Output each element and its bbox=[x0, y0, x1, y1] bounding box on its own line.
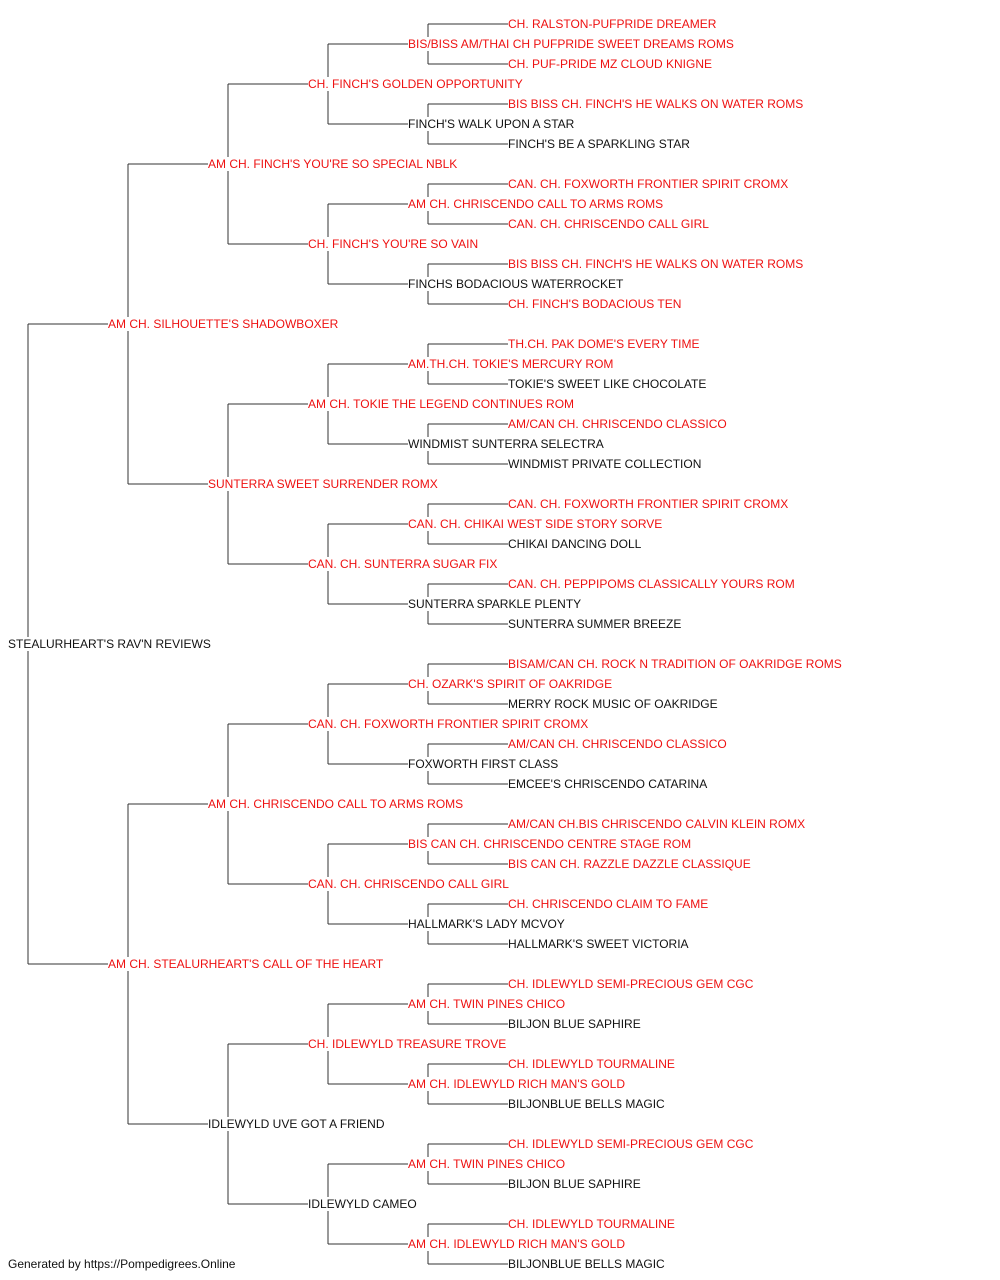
ancestor-name: BIS CAN CH. RAZZLE DAZZLE CLASSIQUE bbox=[508, 857, 753, 871]
ancestor-name: BILJON BLUE SAPHIRE bbox=[508, 1017, 643, 1031]
ancestor-name: AM CH. FINCH'S YOU'RE SO SPECIAL NBLK bbox=[208, 157, 460, 171]
ancestor-name: CH. FINCH'S GOLDEN OPPORTUNITY bbox=[308, 77, 525, 91]
ancestor-name: CH. FINCH'S YOU'RE SO VAIN bbox=[308, 237, 481, 251]
ancestor-name: FOXWORTH FIRST CLASS bbox=[408, 757, 561, 771]
ancestor-name: AM CH. IDLEWYLD RICH MAN'S GOLD bbox=[408, 1237, 627, 1251]
ancestor-name: CAN. CH. PEPPIPOMS CLASSICALLY YOURS ROM bbox=[508, 577, 797, 591]
ancestor-name: BISAM/CAN CH. ROCK N TRADITION OF OAKRID… bbox=[508, 657, 844, 671]
ancestor-name: FINCH'S WALK UPON A STAR bbox=[408, 117, 577, 131]
ancestor-name: SUNTERRA SPARKLE PLENTY bbox=[408, 597, 584, 611]
ancestor-name: AM CH. STEALURHEART'S CALL OF THE HEART bbox=[108, 957, 386, 971]
ancestor-name: TH.CH. PAK DOME'S EVERY TIME bbox=[508, 337, 702, 351]
ancestor-name: IDLEWYLD CAMEO bbox=[308, 1197, 419, 1211]
ancestor-name: CAN. CH. FOXWORTH FRONTIER SPIRIT CROMX bbox=[508, 177, 791, 191]
ancestor-name: CH. CHRISCENDO CLAIM TO FAME bbox=[508, 897, 711, 911]
ancestor-name: CAN. CH. CHRISCENDO CALL GIRL bbox=[308, 877, 511, 891]
ancestor-name: AM/CAN CH. CHRISCENDO CLASSICO bbox=[508, 417, 729, 431]
ancestor-name: AM CH. TOKIE THE LEGEND CONTINUES ROM bbox=[308, 397, 577, 411]
ancestor-name: AM CH. CHRISCENDO CALL TO ARMS ROMS bbox=[208, 797, 466, 811]
ancestor-name: HALLMARK'S SWEET VICTORIA bbox=[508, 937, 691, 951]
ancestor-name: AM CH. CHRISCENDO CALL TO ARMS ROMS bbox=[408, 197, 666, 211]
ancestor-name: SUNTERRA SWEET SURRENDER ROMX bbox=[208, 477, 440, 491]
ancestor-name: CH. RALSTON-PUFPRIDE DREAMER bbox=[508, 17, 719, 31]
ancestor-name: HALLMARK'S LADY MCVOY bbox=[408, 917, 567, 931]
ancestor-name: CAN. CH. CHIKAI WEST SIDE STORY SORVE bbox=[408, 517, 665, 531]
ancestor-name: FINCH'S BE A SPARKLING STAR bbox=[508, 137, 692, 151]
ancestor-name: AM CH. IDLEWYLD RICH MAN'S GOLD bbox=[408, 1077, 627, 1091]
ancestor-name: CH. FINCH'S BODACIOUS TEN bbox=[508, 297, 684, 311]
ancestor-name: BIS BISS CH. FINCH'S HE WALKS ON WATER R… bbox=[508, 257, 806, 271]
ancestor-name: WINDMIST PRIVATE COLLECTION bbox=[508, 457, 704, 471]
ancestor-name: MERRY ROCK MUSIC OF OAKRIDGE bbox=[508, 697, 720, 711]
ancestor-name: BILJON BLUE SAPHIRE bbox=[508, 1177, 643, 1191]
ancestor-name: CH. IDLEWYLD SEMI-PRECIOUS GEM CGC bbox=[508, 977, 756, 991]
ancestor-name: WINDMIST SUNTERRA SELECTRA bbox=[408, 437, 606, 451]
ancestor-name: BILJONBLUE BELLS MAGIC bbox=[508, 1257, 667, 1271]
ancestor-name: AM CH. SILHOUETTE'S SHADOWBOXER bbox=[108, 317, 341, 331]
ancestor-name: CAN. CH. SUNTERRA SUGAR FIX bbox=[308, 557, 500, 571]
ancestor-name: SUNTERRA SUMMER BREEZE bbox=[508, 617, 684, 631]
ancestor-name: CAN. CH. FOXWORTH FRONTIER SPIRIT CROMX bbox=[308, 717, 591, 731]
ancestor-name: AM/CAN CH. CHRISCENDO CLASSICO bbox=[508, 737, 729, 751]
ancestor-name: BIS/BISS AM/THAI CH PUFPRIDE SWEET DREAM… bbox=[408, 37, 736, 51]
ancestor-name: IDLEWYLD UVE GOT A FRIEND bbox=[208, 1117, 387, 1131]
ancestor-name: AM CH. TWIN PINES CHICO bbox=[408, 1157, 568, 1171]
ancestor-name: CH. PUF-PRIDE MZ CLOUD KNIGNE bbox=[508, 57, 715, 71]
ancestor-name: EMCEE'S CHRISCENDO CATARINA bbox=[508, 777, 710, 791]
ancestor-name: TOKIE'S SWEET LIKE CHOCOLATE bbox=[508, 377, 709, 391]
ancestor-name: AM.TH.CH. TOKIE'S MERCURY ROM bbox=[408, 357, 616, 371]
ancestor-name: CH. IDLEWYLD SEMI-PRECIOUS GEM CGC bbox=[508, 1137, 756, 1151]
ancestor-name: CHIKAI DANCING DOLL bbox=[508, 537, 644, 551]
ancestor-name: CH. OZARK'S SPIRIT OF OAKRIDGE bbox=[408, 677, 615, 691]
ancestor-name: AM/CAN CH.BIS CHRISCENDO CALVIN KLEIN RO… bbox=[508, 817, 808, 831]
subject-dog-name: STEALURHEART'S RAV'N REVIEWS bbox=[8, 637, 213, 651]
ancestor-name: BIS BISS CH. FINCH'S HE WALKS ON WATER R… bbox=[508, 97, 806, 111]
ancestor-name: BILJONBLUE BELLS MAGIC bbox=[508, 1097, 667, 1111]
ancestor-name: CAN. CH. CHRISCENDO CALL GIRL bbox=[508, 217, 711, 231]
ancestor-name: CH. IDLEWYLD TREASURE TROVE bbox=[308, 1037, 509, 1051]
ancestor-name: CH. IDLEWYLD TOURMALINE bbox=[508, 1217, 677, 1231]
ancestor-name: BIS CAN CH. CHRISCENDO CENTRE STAGE ROM bbox=[408, 837, 694, 851]
generated-by-footer: Generated by https://Pompedigrees.Online bbox=[8, 1257, 236, 1271]
ancestor-name: CAN. CH. FOXWORTH FRONTIER SPIRIT CROMX bbox=[508, 497, 791, 511]
ancestor-name: CH. IDLEWYLD TOURMALINE bbox=[508, 1057, 677, 1071]
ancestor-name: FINCHS BODACIOUS WATERROCKET bbox=[408, 277, 626, 291]
ancestor-name: AM CH. TWIN PINES CHICO bbox=[408, 997, 568, 1011]
